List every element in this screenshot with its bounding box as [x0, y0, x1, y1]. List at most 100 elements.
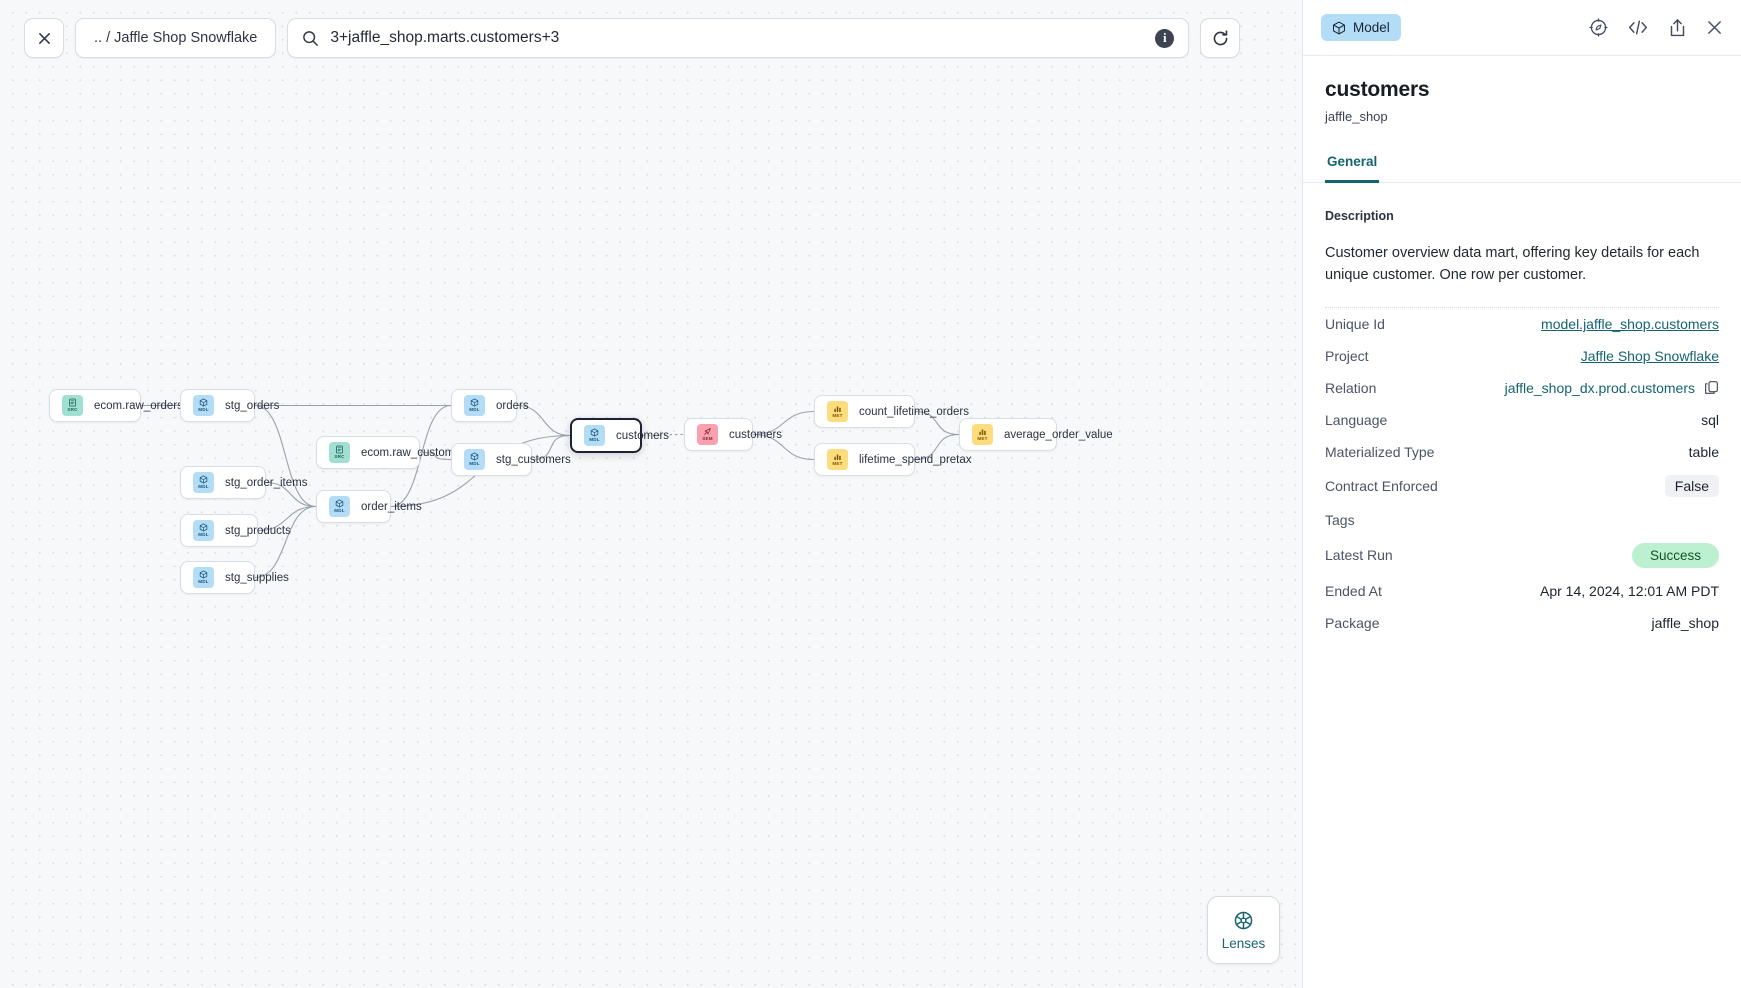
- property-value: Apr 14, 2024, 12:01 AM PDT: [1540, 582, 1719, 599]
- property-value: jaffle_shop_dx.prod.customers: [1504, 379, 1695, 396]
- graph-node-label: stg_order_items: [225, 476, 308, 489]
- search-icon: [303, 30, 319, 46]
- property-row: Latest Run Success: [1325, 536, 1719, 575]
- met-badge-icon: MET: [972, 424, 993, 445]
- property-key: Project: [1325, 347, 1369, 364]
- compass-icon[interactable]: [1589, 18, 1608, 37]
- graph-edge: [914, 410, 960, 436]
- graph-node-label: count_lifetime_orders: [859, 405, 969, 418]
- description-label: Description: [1325, 209, 1394, 223]
- property-key: Ended At: [1325, 582, 1382, 599]
- graph-node-label: ecom.raw_customers: [361, 446, 471, 459]
- sem-badge-icon: SEM: [697, 424, 718, 445]
- entity-type-chip[interactable]: Model: [1321, 14, 1401, 41]
- close-button[interactable]: [24, 18, 64, 58]
- property-value[interactable]: Jaffle Shop Snowflake: [1580, 347, 1719, 364]
- graph-node-stg_customers[interactable]: MDL stg_customers: [451, 443, 571, 476]
- graph-edge: [265, 481, 317, 508]
- graph-node-count_lifetime_orders[interactable]: MET count_lifetime_orders: [814, 395, 969, 428]
- property-row: Project Jaffle Shop Snowflake: [1325, 340, 1719, 372]
- met-badge-icon: MET: [827, 449, 848, 470]
- met-badge-icon: MET: [827, 401, 848, 422]
- property-value: table: [1688, 443, 1719, 460]
- panel-tabs: General: [1303, 154, 1741, 183]
- property-key: Package: [1325, 614, 1380, 631]
- refresh-button[interactable]: [1200, 18, 1241, 58]
- property-value-wrap: model.jaffle_shop.customers: [1541, 316, 1719, 332]
- property-key: Tags: [1325, 511, 1355, 528]
- code-icon[interactable]: [1627, 18, 1649, 37]
- property-row: Package jaffle_shop: [1325, 607, 1719, 639]
- mdl-badge-icon: MDL: [329, 496, 350, 517]
- property-value[interactable]: model.jaffle_shop.customers: [1541, 315, 1719, 332]
- property-value-wrap: False: [1664, 474, 1719, 497]
- property-key: Unique Id: [1325, 315, 1385, 332]
- property-key: Latest Run: [1325, 547, 1393, 564]
- property-value-wrap: table: [1689, 444, 1719, 460]
- property-row: Materialized Type table: [1325, 436, 1719, 468]
- property-row: Tags: [1325, 504, 1719, 536]
- lenses-button[interactable]: Lenses: [1207, 896, 1280, 964]
- graph-node-customers_semantic[interactable]: SEM customers: [684, 418, 782, 451]
- property-key: Materialized Type: [1325, 443, 1435, 460]
- close-icon: [38, 32, 50, 44]
- graph-node-label: average_order_value: [1004, 428, 1113, 441]
- property-value: False: [1664, 474, 1719, 497]
- status-badge: Success: [1631, 542, 1719, 568]
- copy-icon[interactable]: [1704, 380, 1719, 395]
- graph-node-label: stg_customers: [496, 453, 571, 466]
- panel-header: Model: [1303, 0, 1741, 56]
- lenses-label: Lenses: [1221, 935, 1266, 951]
- property-value-wrap: Success: [1631, 542, 1719, 568]
- tab-general[interactable]: General: [1325, 154, 1380, 183]
- graph-node-label: customers: [729, 428, 783, 441]
- close-icon[interactable]: [1706, 19, 1723, 36]
- canvas-toolbar: .. / Jaffle Shop Snowflake 3+jaffle_shop…: [24, 18, 1241, 58]
- graph-edge: [254, 505, 317, 579]
- graph-edge: [914, 433, 960, 461]
- detail-panel: Model: [1302, 0, 1741, 988]
- property-value-wrap: Apr 14, 2024, 12:01 AM PDT: [1540, 583, 1719, 599]
- mdl-badge-icon: MDL: [464, 449, 485, 470]
- property-value: sql: [1701, 411, 1719, 428]
- search-query-text: 3+jaffle_shop.marts.customers+3: [330, 29, 560, 46]
- search-input[interactable]: 3+jaffle_shop.marts.customers+3 i: [287, 18, 1190, 58]
- src-badge-icon: SRC: [62, 395, 83, 416]
- graph-node-stg_order_items[interactable]: MDL stg_order_items: [180, 466, 307, 499]
- divider: [1325, 306, 1719, 308]
- refresh-icon: [1213, 29, 1228, 45]
- property-key: Contract Enforced: [1325, 477, 1438, 494]
- graph-edge: [516, 404, 571, 437]
- graph-edge: [752, 410, 815, 436]
- property-key: Relation: [1325, 379, 1377, 396]
- share-icon[interactable]: [1668, 18, 1687, 38]
- graph-edge: [390, 404, 452, 508]
- panel-action-icons: [1589, 18, 1723, 38]
- info-icon[interactable]: i: [1155, 28, 1175, 48]
- graph-node-label: customers: [616, 429, 670, 442]
- property-value-wrap: Jaffle Shop Snowflake: [1581, 348, 1719, 364]
- graph-node-label: stg_supplies: [225, 571, 289, 584]
- graph-edge: [531, 434, 571, 461]
- breadcrumb[interactable]: .. / Jaffle Shop Snowflake: [75, 18, 277, 58]
- property-row: Unique Id model.jaffle_shop.customers: [1325, 308, 1719, 340]
- graph-node-average_order_value[interactable]: MET average_order_value: [959, 418, 1113, 451]
- src-badge-icon: SRC: [329, 442, 350, 463]
- mdl-badge-icon: MDL: [193, 472, 214, 493]
- entity-header: customers jaffle_shop: [1303, 56, 1741, 124]
- graph-node-ecom_raw_customers[interactable]: SRC ecom.raw_customers: [316, 436, 470, 469]
- property-value-wrap: jaffle_shop: [1652, 615, 1719, 631]
- property-row: Ended At Apr 14, 2024, 12:01 AM PDT: [1325, 575, 1719, 607]
